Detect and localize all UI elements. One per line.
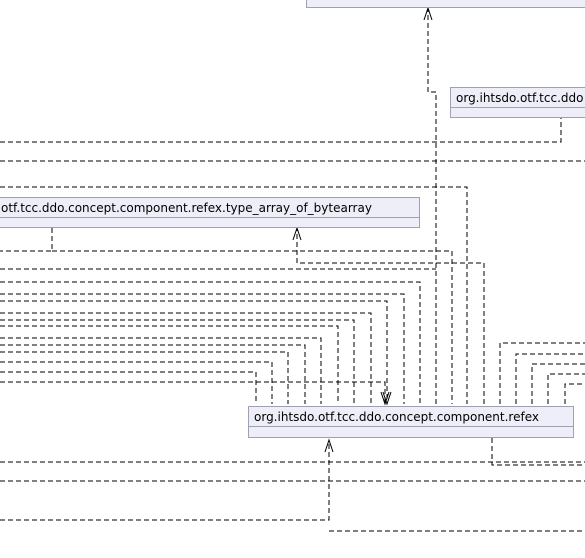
arrowhead bbox=[423, 6, 433, 21]
dependency-edge bbox=[0, 228, 53, 252]
dependency-edge bbox=[547, 373, 585, 404]
package-name: org.ihtsdo.otf.tcc.ddo bbox=[451, 88, 585, 108]
dependency-edge bbox=[0, 361, 273, 404]
arrowhead bbox=[382, 391, 392, 406]
dependency-edge bbox=[0, 293, 405, 404]
dependency-edge bbox=[0, 319, 355, 404]
dependency-edge bbox=[0, 344, 306, 404]
dependency-edge bbox=[52, 250, 453, 404]
arrowhead bbox=[324, 438, 334, 453]
dependency-edge bbox=[0, 118, 562, 143]
dependency-edge bbox=[0, 325, 339, 404]
package-box-bytearray: otf.tcc.ddo.concept.component.refex.type… bbox=[0, 197, 420, 228]
dependency-edge bbox=[499, 342, 585, 404]
dependency-edge bbox=[296, 228, 485, 404]
dependency-edge bbox=[0, 186, 468, 404]
dependency-edge bbox=[0, 371, 257, 404]
dependency-edge bbox=[0, 300, 388, 404]
dependency-edge bbox=[0, 337, 322, 404]
dependency-edge bbox=[0, 312, 372, 404]
package-name: otf.tcc.ddo.concept.component.refex.type… bbox=[0, 198, 419, 218]
dependency-edge bbox=[564, 383, 585, 404]
package-name: org.ihtsdo.otf.tcc.ddo.concept.component… bbox=[249, 407, 573, 427]
dependency-edge bbox=[0, 351, 289, 404]
dependency-edge bbox=[0, 440, 330, 521]
dependency-edge bbox=[531, 363, 585, 404]
package-box-top bbox=[306, 0, 585, 8]
dependency-edge bbox=[0, 381, 386, 404]
arrowhead bbox=[380, 391, 390, 406]
dependency-edge bbox=[491, 438, 585, 466]
dependency-edge bbox=[0, 281, 421, 404]
package-box-refex: org.ihtsdo.otf.tcc.ddo.concept.component… bbox=[248, 406, 574, 438]
dependency-edge bbox=[427, 8, 437, 404]
dependency-edge bbox=[515, 353, 585, 404]
arrowhead bbox=[292, 226, 302, 241]
package-box-ddo: org.ihtsdo.otf.tcc.ddo bbox=[450, 87, 585, 118]
